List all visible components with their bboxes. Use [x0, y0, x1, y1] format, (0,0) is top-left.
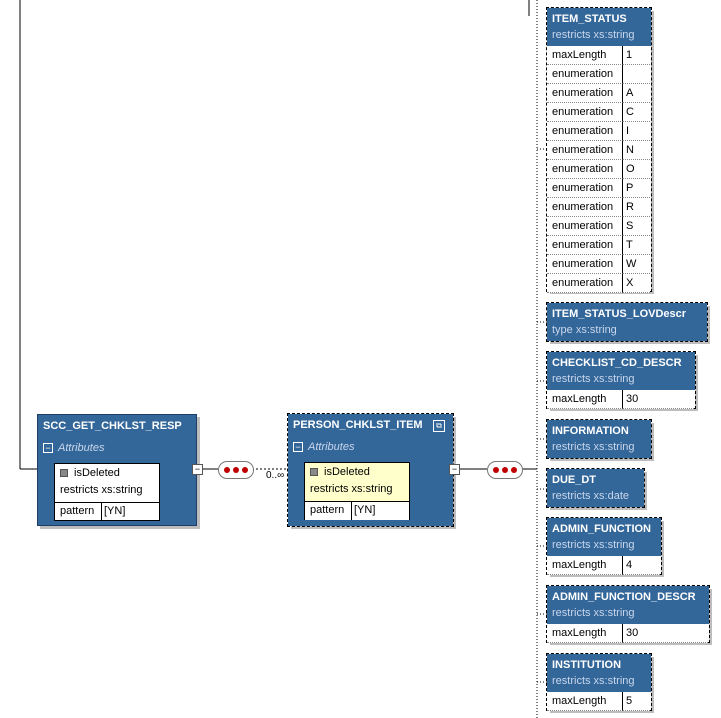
root-element-name: SCC_GET_CHKLST_RESP [43, 420, 182, 432]
element-due-dt[interactable]: DUE_DT restricts xs:date [546, 468, 645, 508]
attribute-restriction: restricts xs:string [310, 483, 393, 495]
element-name: ADMIN_FUNCTION [552, 523, 651, 535]
element-name: INFORMATION [552, 425, 629, 437]
attribute-box: isDeleted restricts xs:string pattern [Y… [54, 463, 160, 521]
pattern-value: [YN] [104, 505, 126, 517]
attributes-header[interactable]: −Attributes [43, 442, 104, 454]
sequence-compositor-icon[interactable] [218, 461, 254, 479]
occurrence-label: 0..∞ [266, 470, 285, 481]
element-checklist-cd-descr[interactable]: CHECKLIST_CD_DESCR restricts xs:string ma… [546, 351, 696, 409]
collapse-icon[interactable]: − [43, 443, 53, 454]
facet-row: enumeration [547, 65, 650, 84]
attribute-name: isDeleted [60, 467, 120, 479]
element-information[interactable]: INFORMATION restricts xs:string [546, 419, 652, 459]
element-type: restricts xs:date [552, 490, 630, 502]
attribute-box: isDeleted restricts xs:string pattern [Y… [304, 462, 410, 520]
element-type: type xs:string [552, 324, 617, 336]
element-name: INSTITUTION [552, 659, 622, 671]
pattern-key: pattern [310, 504, 345, 516]
collapse-icon[interactable]: − [293, 442, 303, 453]
attribute-restriction: restricts xs:string [60, 484, 143, 496]
element-institution[interactable]: INSTITUTION restricts xs:string maxLength… [546, 653, 652, 711]
element-admin-function[interactable]: ADMIN_FUNCTION restricts xs:string maxLen… [546, 517, 662, 575]
element-type: restricts xs:string [552, 539, 635, 551]
child-collapse-toggle[interactable]: − [449, 464, 460, 475]
attribute-icon [310, 468, 318, 477]
attributes-header[interactable]: −Attributes [293, 441, 354, 453]
pattern-row: pattern [YN] [305, 501, 409, 520]
element-name: CHECKLIST_CD_DESCR [552, 357, 682, 369]
root-element-node[interactable]: SCC_GET_CHKLST_RESP −Attributes isDelete… [37, 414, 197, 526]
element-name: ITEM_STATUS_LOVDescr [552, 308, 687, 320]
root-collapse-toggle[interactable]: − [192, 464, 203, 475]
pattern-key: pattern [60, 505, 95, 517]
element-type: restricts xs:string [552, 675, 635, 687]
child-element-name: PERSON_CHKLST_ITEM [293, 419, 423, 431]
element-type: restricts xs:string [552, 441, 635, 453]
attribute-icon [60, 469, 68, 478]
element-name: ITEM_STATUS [552, 13, 627, 25]
element-item-status[interactable]: ITEM_STATUS restricts xs:string maxLength… [546, 7, 652, 293]
child-element-node[interactable]: PERSON_CHKLST_ITEM ⧉ −Attributes isDelet… [287, 413, 454, 527]
attributes-label: Attributes [58, 442, 105, 454]
reference-icon: ⧉ [433, 420, 445, 432]
element-type: restricts xs:string [552, 607, 635, 619]
element-type: restricts xs:string [552, 29, 635, 41]
element-type: restricts xs:string [552, 373, 635, 385]
sequence-compositor-icon[interactable] [487, 461, 523, 479]
pattern-row: pattern [YN] [55, 502, 159, 521]
attribute-name: isDeleted [310, 466, 370, 478]
pattern-value: [YN] [354, 504, 376, 516]
element-name: DUE_DT [552, 474, 597, 486]
attributes-label: Attributes [308, 441, 355, 453]
element-name: ADMIN_FUNCTION_DESCR [552, 591, 696, 603]
